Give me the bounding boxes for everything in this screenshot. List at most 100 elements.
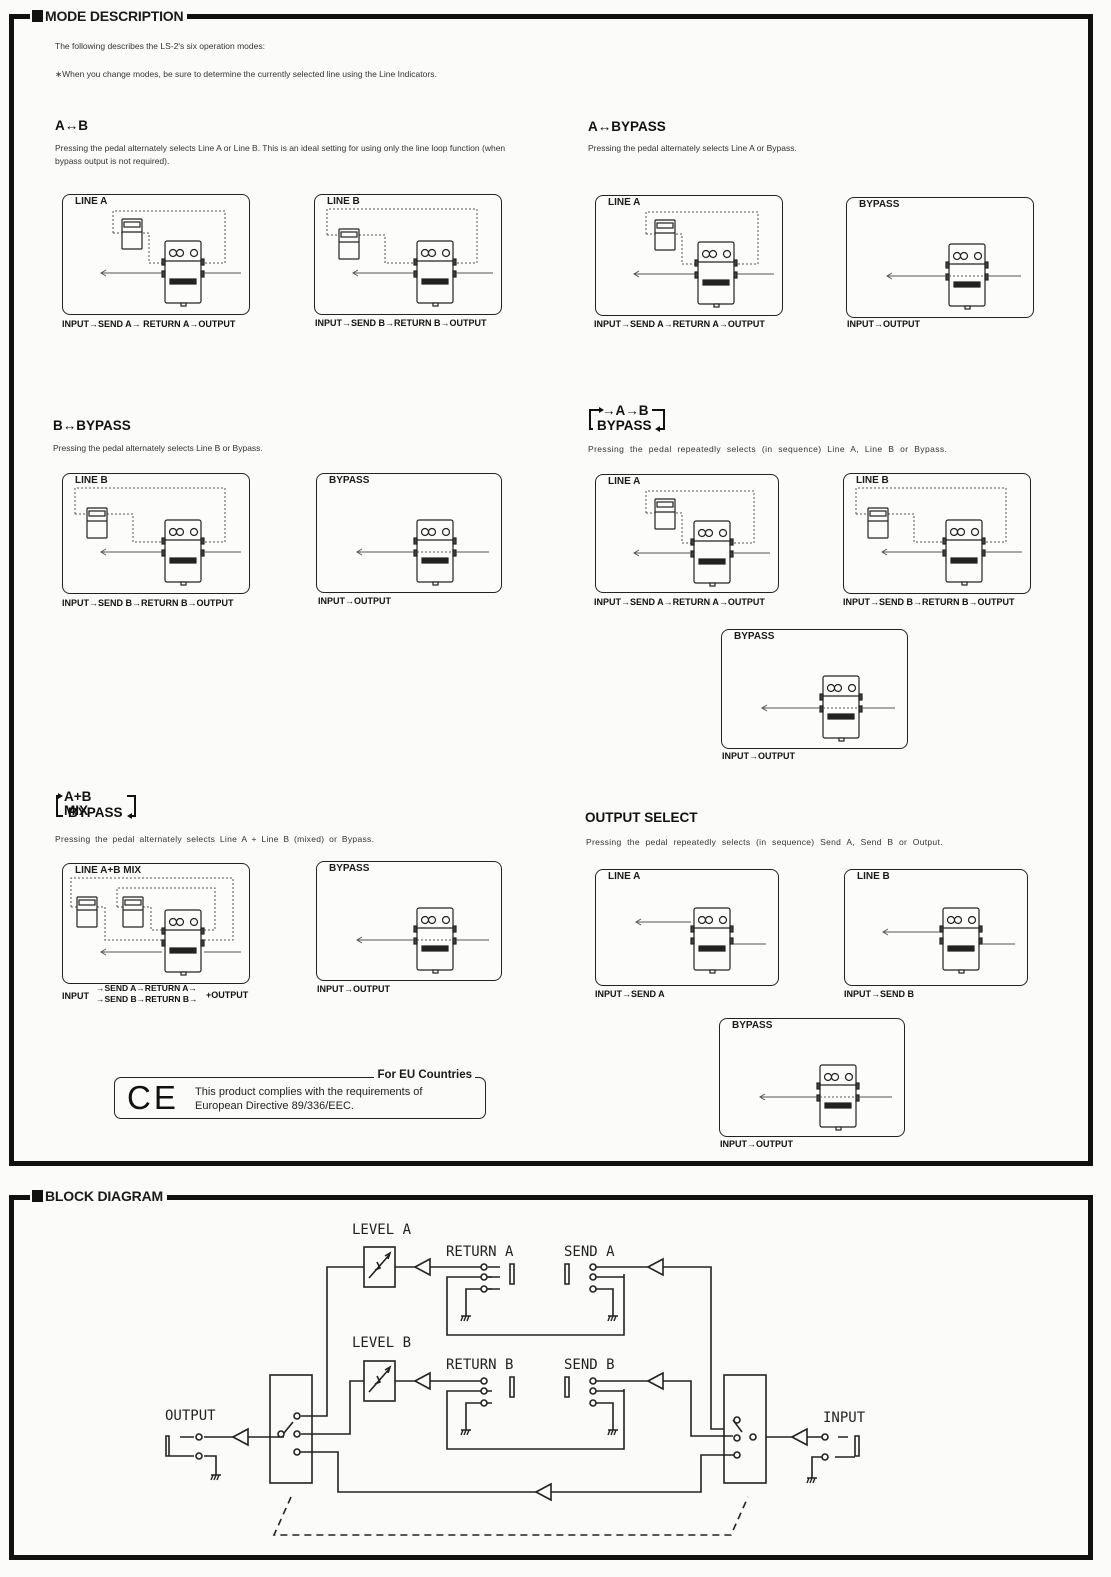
ls2-pedal-icon [816,1064,860,1131]
intro-text: The following describes the LS-2's six o… [55,41,265,51]
signal-arrow-icon [759,1093,817,1101]
ls2-pedal-icon [161,519,205,586]
panel-a-bypass-line-a: LINE A [595,195,783,316]
label-return-a: RETURN A [446,1244,514,1260]
pedal-diagram-bypass [886,243,1021,310]
signal-arrow-icon [881,548,943,556]
mode-change-note: ∗When you change modes, be sure to deter… [55,69,437,79]
effect-pedal-icon [338,228,360,260]
pedal-diagram-bypass [759,1064,892,1131]
mode-title-a-b: A↔B [55,118,88,133]
flow-mix-line-b: →SEND B→RETURN B→ [96,994,198,1004]
pedal-diagram-line-a [633,490,770,587]
panel-a-b-line-b: LINE B [314,194,502,315]
label-send-a: SEND A [564,1244,615,1260]
label-send-b: SEND B [564,1357,615,1373]
loop-cable-line [327,234,417,264]
mode-desc-output-select: Pressing the pedal repeatedly selects (i… [586,837,943,847]
panel-mix-bypass: BYPASS [316,861,502,981]
ls2-pedal-icon [413,240,457,307]
mode-title-b-bypass: B↔BYPASS [53,418,131,433]
loop-cable-line [646,233,698,265]
ce-mark-icon: CE [127,1079,179,1116]
ls2-pedal-icon [690,907,734,974]
signal-arrow-icon [356,936,414,944]
effect-pedal-icon [122,896,144,928]
loop-cable-line [71,906,165,941]
flow-seq-line-b: INPUT→SEND B→RETURN B→OUTPUT [843,597,1015,607]
panel-b-bypass-bypass: BYPASS [316,473,502,593]
ce-notice: CE For EU Countries This product complie… [114,1069,486,1119]
effect-pedal-icon [654,219,676,251]
flow-mix-input: INPUT [62,991,89,1001]
ls2-pedal-icon [819,675,863,742]
signal-arrow-icon [352,269,414,277]
pedal-diagram-bypass [356,907,489,974]
flow-seq-bypass: INPUT→OUTPUT [722,751,795,761]
loop-cable-line [75,513,165,543]
mode-desc-a-bypass: Pressing the pedal alternately selects L… [588,143,797,153]
panel-seq-line-a: LINE A [595,474,779,593]
mode-description-heading: MODE DESCRIPTION [30,8,188,24]
pedal-diagram-bypass [356,519,489,586]
pedal-diagram-line-a [633,211,774,308]
signal-arrow-icon [633,270,695,278]
panel-a-bypass-bypass: BYPASS [846,197,1034,318]
loop-cable-line [116,887,216,931]
loop-cable-line [645,490,755,544]
effect-pedal-icon [654,498,676,530]
flow-output-select-line-a: INPUT→SEND A [595,989,665,999]
pedal-diagram-line-b [855,487,1022,586]
ce-text-line2: European Directive 89/336/EEC. [195,1100,354,1112]
flow-output-select-line-b: INPUT→SEND B [844,989,915,999]
loop-cable-line [856,513,946,543]
flow-mix-bypass: INPUT→OUTPUT [317,984,390,994]
ls2-pedal-icon [939,907,983,974]
mode-desc-a-b: Pressing the pedal alternately selects L… [55,143,506,166]
flow-mix-output: +OUTPUT [206,990,249,1000]
signal-arrow-icon [882,928,940,936]
label-level-a: LEVEL A [352,1222,412,1238]
mode-title-a-bypass: A↔BYPASS [588,119,666,134]
ls2-pedal-icon [413,519,457,586]
effect-pedal-icon [121,218,143,250]
ls2-pedal-icon [694,241,738,308]
ls2-pedal-icon [945,243,989,310]
effect-pedal-icon [867,507,889,539]
loop-cable-line [74,487,226,543]
ls2-pedal-icon [161,909,205,976]
mode-description-frame [9,14,1093,1166]
signal-arrow-icon [633,549,691,557]
loop-cable-line [855,487,1007,543]
block-diagram-heading: BLOCK DIAGRAM [30,1188,167,1204]
ls2-pedal-icon [942,519,986,586]
flow-mix: INPUT →SEND A→RETURN A→ →SEND B→RETURN B… [62,983,282,1010]
sequence-bracket-icon [56,793,136,819]
pedal-diagram-send-a [635,907,766,974]
mode-title-line2: BYPASS [68,805,123,820]
panel-mix: LINE A+B MIX [62,863,250,984]
section-marker-icon [32,1190,43,1202]
label-output: OUTPUT [165,1408,216,1424]
mode-title-line1: A+B MIX [64,789,92,818]
pedal-diagram-bypass [761,675,895,742]
ls2-pedal-icon [413,907,457,974]
signal-arrow-icon [761,704,820,712]
flow-a-bypass-line-a: INPUT→SEND A→RETURN A→OUTPUT [594,319,765,329]
flow-seq-line-a: INPUT→SEND A→RETURN A→OUTPUT [594,597,765,607]
ce-text-line1: This product complies with the requireme… [195,1086,423,1098]
output-switch [269,1374,313,1484]
pedal-diagram-line-b [326,208,493,307]
effect-pedal-icon [86,507,108,539]
sequence-bracket-icon [589,407,665,432]
loop-cable-line [326,208,478,264]
flow-a-b-line-b: INPUT→SEND B→RETURN B→OUTPUT [315,318,487,328]
flow-b-bypass-line-b: INPUT→SEND B→RETURN B→OUTPUT [62,598,234,608]
panel-output-select-bypass: BYPASS [719,1018,905,1137]
ls2-pedal-icon [690,520,734,587]
signal-arrow-icon [100,948,162,956]
effect-pedal-icon [76,896,98,928]
loop-cable-line [646,512,694,544]
loop-cable-line [112,210,226,264]
signal-arrow-icon [356,548,414,556]
